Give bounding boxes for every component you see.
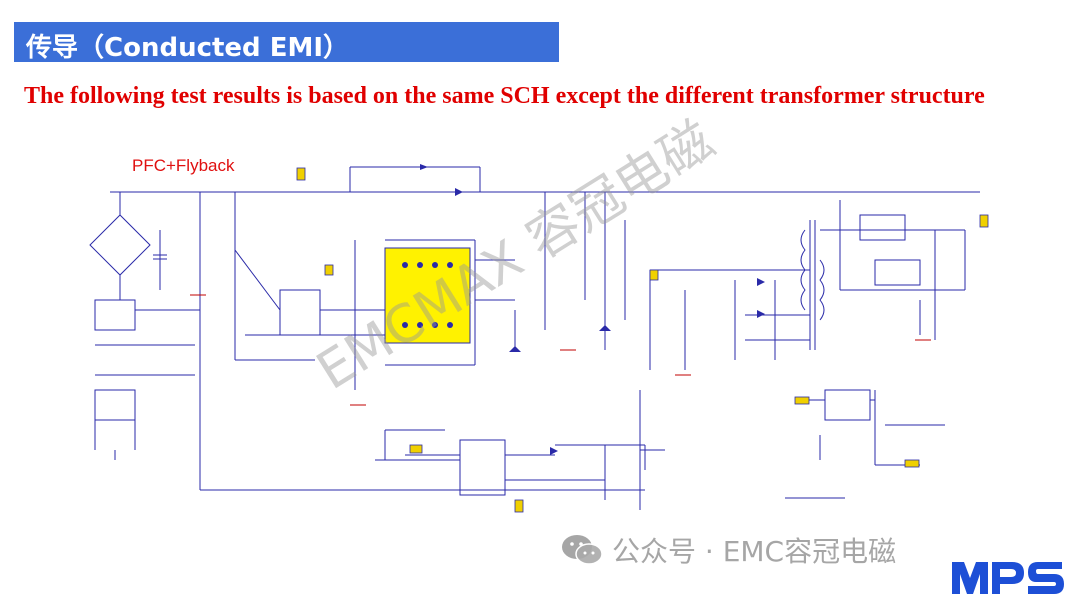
slide-title: 传导（Conducted EMI）	[26, 33, 350, 63]
footer-watermark: 公众号 · EMC容冠电磁	[560, 530, 896, 570]
slide-subtitle: The following test results is based on t…	[24, 83, 985, 109]
schematic-label: PFC+Flyback	[132, 156, 235, 175]
circuit-schematic	[89, 164, 989, 513]
mps-logo	[952, 562, 1064, 594]
title-bar: 传导（Conducted EMI）	[14, 22, 559, 63]
account-name: 公众号 · EMC容冠电磁	[612, 535, 897, 568]
wechat-icon	[562, 535, 603, 565]
